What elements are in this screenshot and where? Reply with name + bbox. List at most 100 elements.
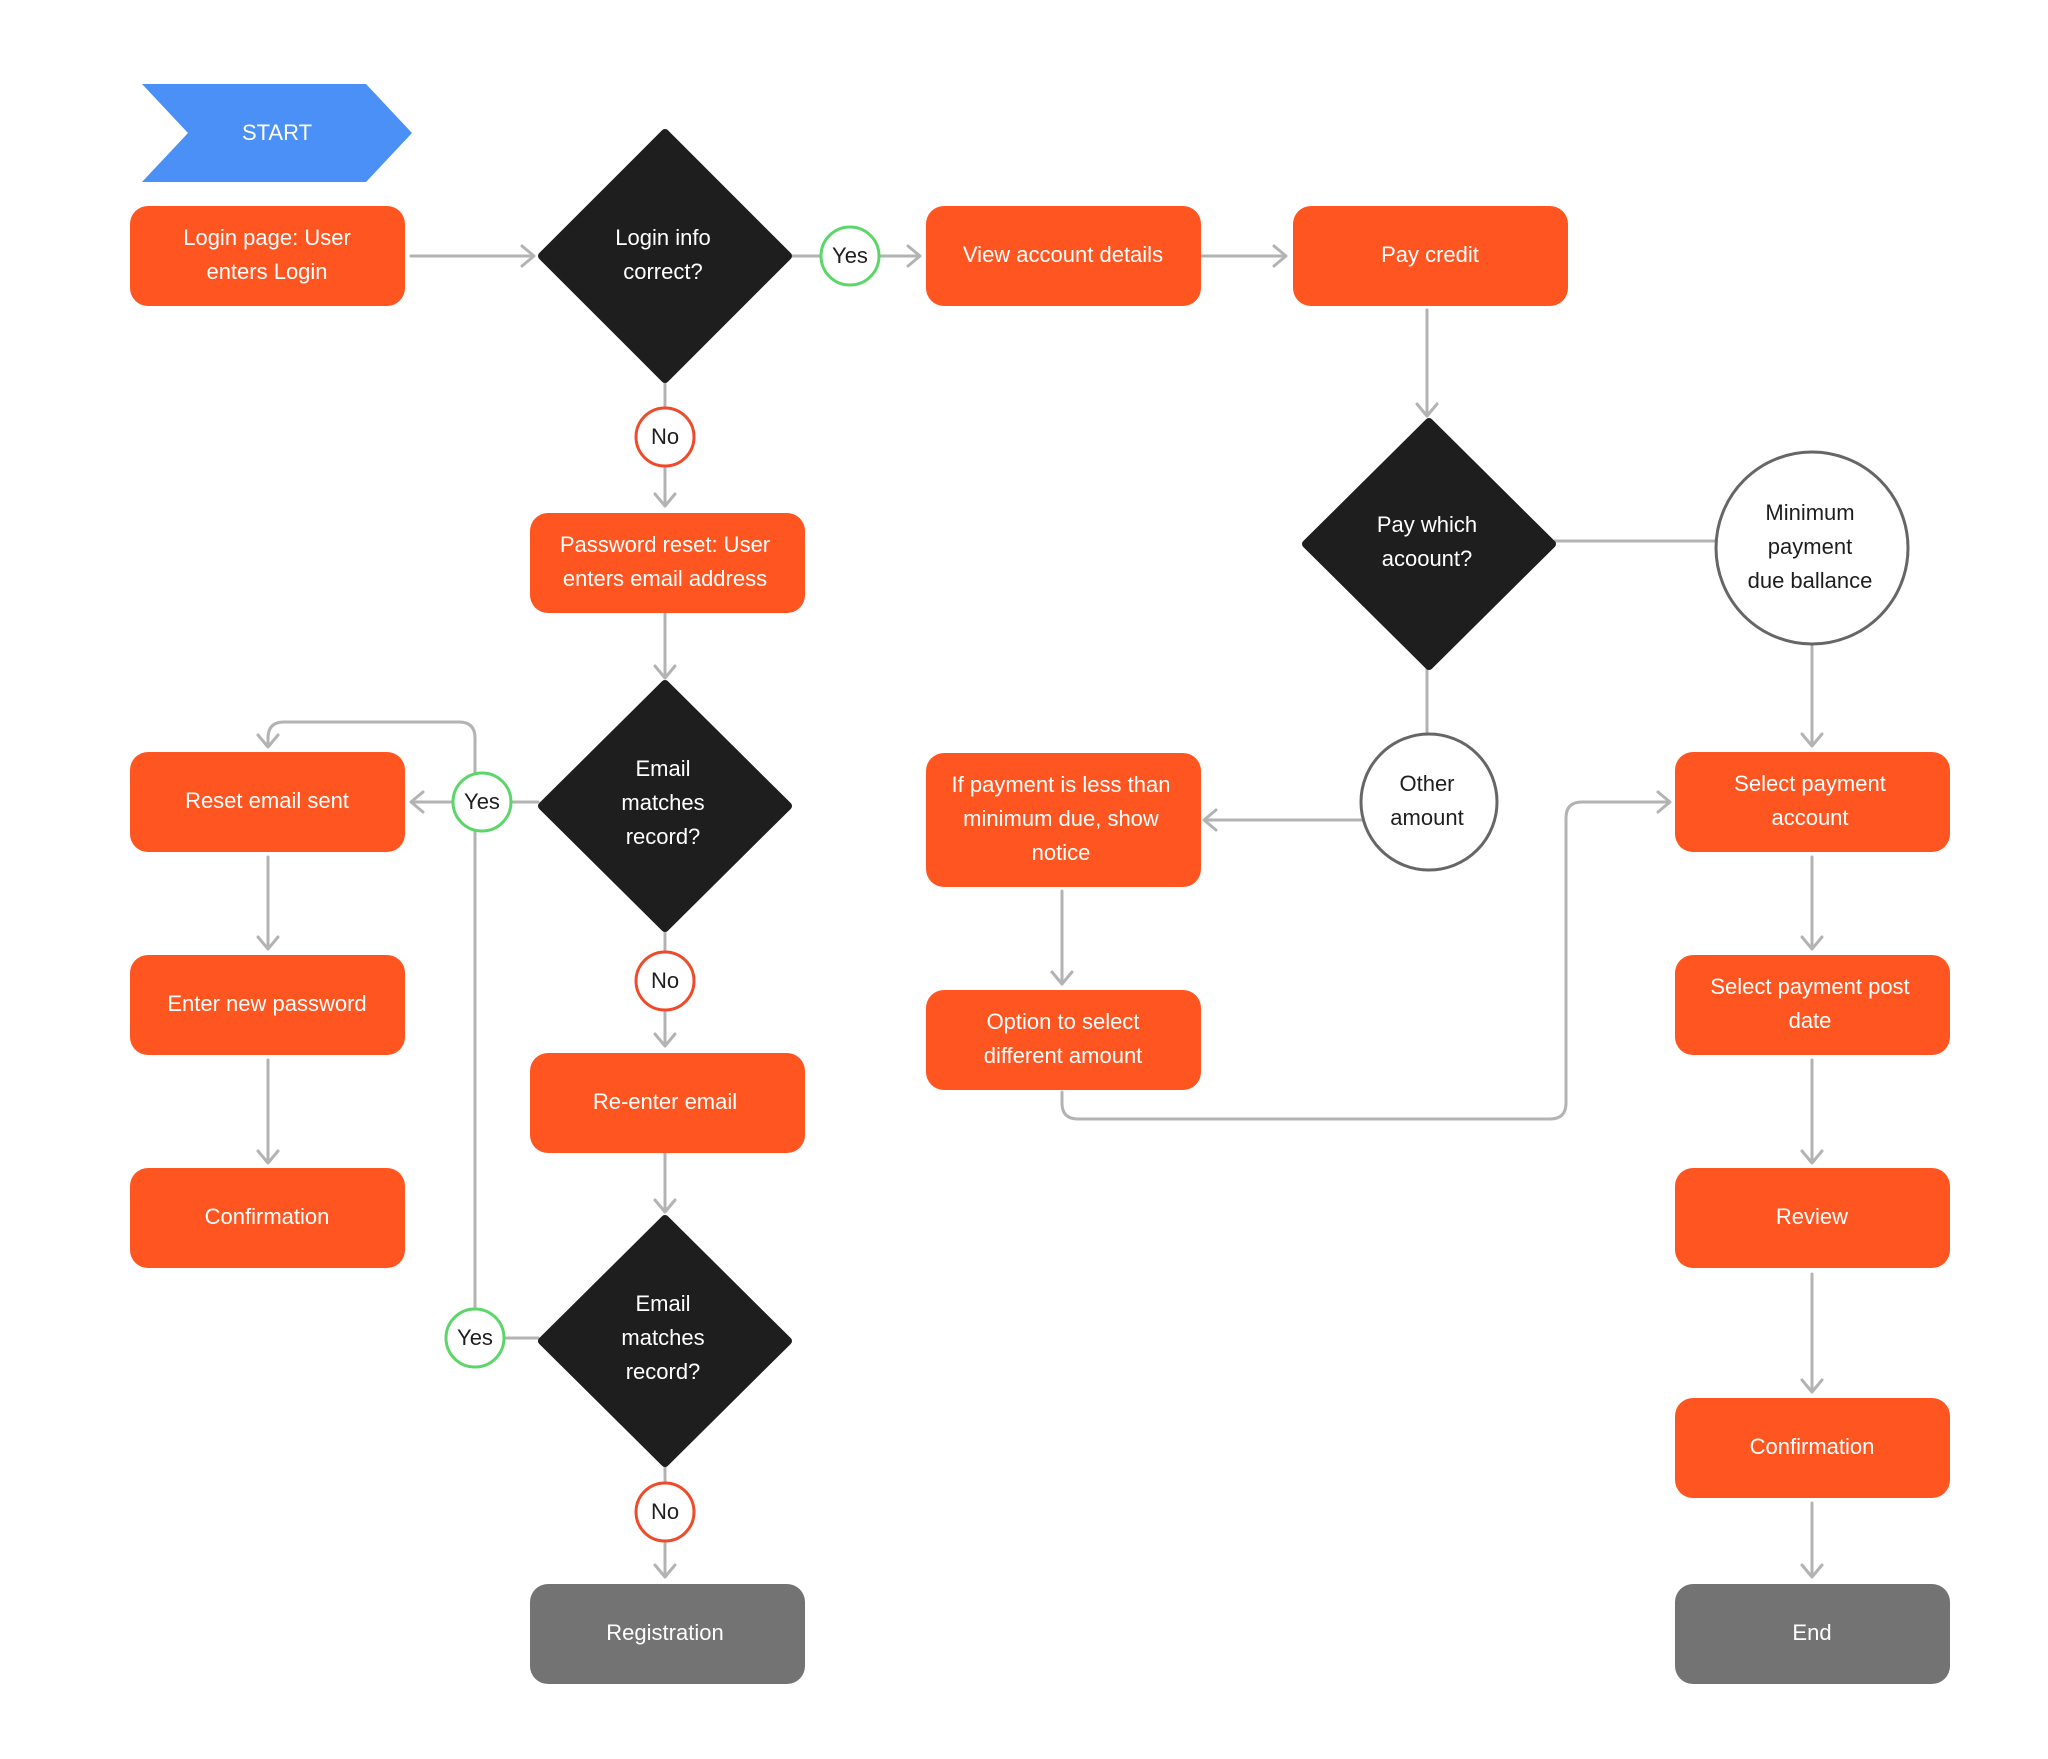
node-reenter-email: Re-enter email <box>530 1053 805 1153</box>
option-select-box <box>926 990 1201 1090</box>
arrowhead <box>256 733 280 749</box>
minimum-payment-circle <box>1714 450 1910 646</box>
node-confirmation-right: Confirmation <box>1675 1398 1950 1498</box>
node-enter-new-password: Enter new password <box>130 955 405 1055</box>
node-review: Review <box>1675 1168 1950 1268</box>
arrowhead <box>256 935 280 951</box>
badge-yes-email-1: Yes <box>451 771 513 833</box>
other-amount-circle <box>1359 732 1499 872</box>
yes-badge-label: Yes <box>832 243 868 268</box>
label-line: notice <box>1032 840 1091 865</box>
arrowhead <box>1202 808 1218 832</box>
label-line: correct? <box>623 259 702 284</box>
arrowhead <box>653 1032 677 1048</box>
confirmation-left-box <box>130 1168 405 1268</box>
yes-badge-circle <box>444 1307 506 1369</box>
label-line: Reset email sent <box>185 788 349 813</box>
badge-no-login: No <box>634 406 696 468</box>
arrowhead <box>1800 935 1824 951</box>
no-badge-circle <box>634 1481 696 1543</box>
arrowhead <box>1415 402 1439 418</box>
label-line: Email <box>635 756 690 781</box>
label-line: Other <box>1399 771 1454 796</box>
login-correct-label: Login info correct? <box>615 225 710 284</box>
review-box <box>1675 1168 1950 1268</box>
end-box <box>1675 1584 1950 1684</box>
arrowhead <box>1800 1378 1824 1394</box>
badge-yes-login: Yes <box>819 225 881 287</box>
label-line: matches <box>621 790 704 815</box>
label-line: Email <box>635 1291 690 1316</box>
connector-option-to-select-account <box>1060 800 1670 1121</box>
label-line: enters email address <box>563 566 767 591</box>
label-line: Confirmation <box>205 1204 330 1229</box>
select-post-date-box <box>1675 955 1950 1055</box>
yes-badge-label: Yes <box>457 1325 493 1350</box>
label-line: View account details <box>963 242 1163 267</box>
label-line: minimum due, show <box>963 806 1159 831</box>
label-line: Review <box>1776 1204 1848 1229</box>
registration-label: Registration <box>606 1620 723 1645</box>
no-badge-label: No <box>651 424 679 449</box>
label-line: acoount? <box>1382 546 1473 571</box>
label-line: Enter new password <box>167 991 366 1016</box>
arrowhead <box>1800 1563 1824 1579</box>
email-match-2-diamond <box>538 1215 792 1467</box>
arrowhead <box>1800 1149 1824 1165</box>
enter-new-password-box <box>130 955 405 1055</box>
no-badge-circle <box>634 950 696 1012</box>
start-node: START <box>142 84 412 182</box>
enter-new-password-label: Enter new password <box>167 991 366 1016</box>
password-reset-box <box>530 513 805 613</box>
node-login-correct: Login info correct? <box>538 129 792 383</box>
no-badge-label: No <box>651 968 679 993</box>
label-line: record? <box>626 1359 701 1384</box>
start-chevron-shape <box>142 84 412 182</box>
review-label: Review <box>1776 1204 1848 1229</box>
label-line: payment <box>1768 534 1852 559</box>
login-page-box <box>130 206 405 306</box>
confirmation-right-box <box>1675 1398 1950 1498</box>
connectors <box>256 244 1824 1579</box>
label-line: account <box>1771 805 1848 830</box>
label-line: Login info <box>615 225 710 250</box>
login-correct-diamond <box>538 129 792 383</box>
registration-box <box>530 1584 805 1684</box>
label-line: Option to select <box>987 1009 1140 1034</box>
confirmation-right-label: Confirmation <box>1750 1434 1875 1459</box>
node-pay-credit: Pay credit <box>1293 206 1568 306</box>
arrowhead <box>1800 732 1824 748</box>
pay-credit-box <box>1293 206 1568 306</box>
no-badge-circle <box>634 406 696 468</box>
label-line: Confirmation <box>1750 1434 1875 1459</box>
badge-no-email-1: No <box>634 950 696 1012</box>
pay-credit-label: Pay credit <box>1381 242 1479 267</box>
view-account-box <box>926 206 1201 306</box>
arrowhead <box>409 790 425 814</box>
label-line: Pay credit <box>1381 242 1479 267</box>
label-line: matches <box>621 1325 704 1350</box>
payment-notice-box <box>926 753 1201 887</box>
label-line: End <box>1792 1620 1831 1645</box>
start-label: START <box>242 120 312 145</box>
arrowhead <box>1272 244 1288 268</box>
reenter-email-box <box>530 1053 805 1153</box>
